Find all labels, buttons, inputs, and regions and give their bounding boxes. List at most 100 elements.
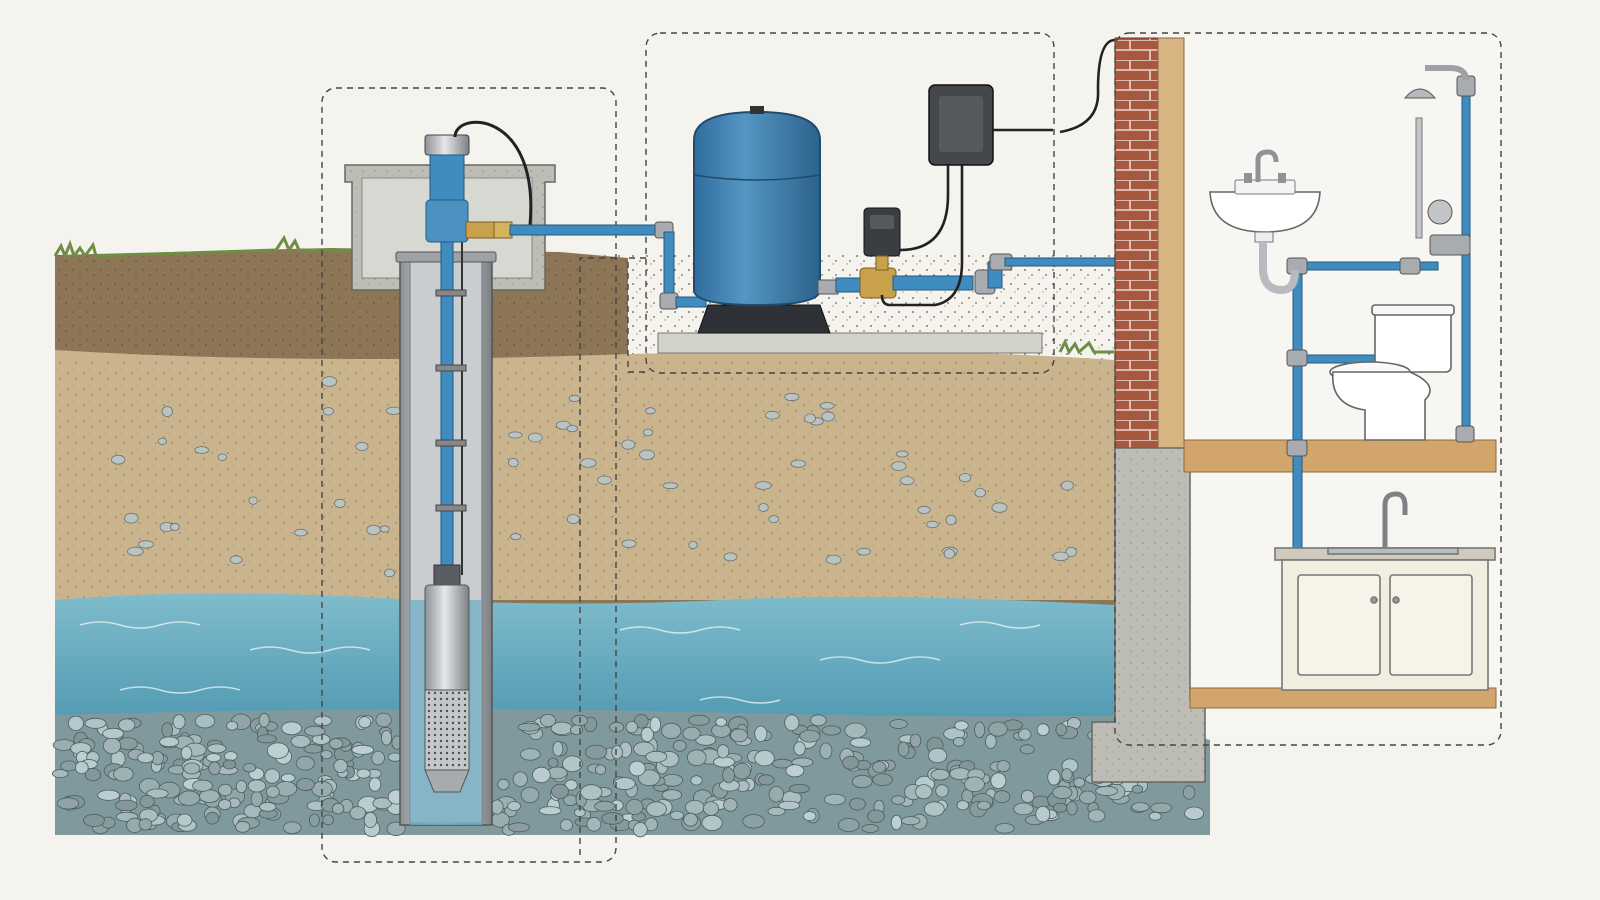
gravel-stone <box>901 816 921 826</box>
gravel-stone <box>235 779 247 794</box>
sand-pebble <box>899 476 915 486</box>
sand-pebble <box>821 411 835 422</box>
gravel-stone <box>226 720 239 731</box>
gravel-stone <box>1184 806 1204 821</box>
gravel-stone <box>935 784 949 798</box>
sand-pebble <box>819 402 835 410</box>
gravel-stone <box>146 788 169 799</box>
gravel-stone <box>1079 790 1097 805</box>
sand-pebble <box>825 554 842 565</box>
grass-line <box>53 234 359 260</box>
gravel-stone <box>178 790 201 806</box>
sand-pebble <box>111 454 126 465</box>
gravel-stone <box>206 753 222 763</box>
gravel-stone <box>380 730 392 746</box>
sand-pebble <box>723 552 738 562</box>
gravel-stone <box>161 722 174 738</box>
gravel-stone <box>993 790 1011 804</box>
gravel-stone <box>716 744 730 759</box>
gravel-stone <box>205 811 220 825</box>
gravel-stone <box>1150 802 1173 814</box>
sand-pebble <box>527 432 543 443</box>
gravel-stone <box>784 714 800 732</box>
gravel-stone <box>628 760 646 777</box>
gravel-stone <box>768 786 784 803</box>
gravel-stone <box>290 735 311 748</box>
gravel-stone <box>915 784 933 800</box>
gravel-stone <box>640 726 654 743</box>
gravel-stone <box>584 744 608 760</box>
sand-pebble <box>662 482 679 490</box>
sand-pebble <box>379 525 390 533</box>
gravel-stone <box>1073 777 1086 788</box>
toilet-icon <box>1329 304 1455 441</box>
gravel-stone <box>682 726 701 741</box>
gravel-stone <box>897 741 910 757</box>
kitchen-faucet-icon <box>1382 491 1408 548</box>
gravel-stone <box>1182 785 1196 800</box>
gravel-stone <box>594 800 615 812</box>
gravel-stone <box>320 750 333 760</box>
tank-icon <box>693 106 831 334</box>
gravel-stone <box>1055 723 1067 736</box>
sand-pebble <box>974 488 986 498</box>
gravel-stone <box>280 773 296 783</box>
gravel-stone <box>559 818 573 832</box>
gravel-stone <box>580 784 603 801</box>
gravel-stone <box>218 799 232 811</box>
gravel-stone <box>701 814 723 831</box>
sand-pebble <box>229 555 243 564</box>
gravel-stone <box>1020 789 1035 804</box>
gravel-stone <box>683 812 698 827</box>
sand-pebble <box>688 541 698 550</box>
pipe-clamps <box>435 289 467 512</box>
gravel-stone <box>837 818 860 833</box>
gravel-stone <box>754 725 768 743</box>
sand-pebble <box>124 512 139 524</box>
gravel-stone <box>137 752 154 764</box>
gravel-stone <box>996 760 1011 773</box>
gravel-stone <box>799 729 821 743</box>
grass-line-right <box>1058 338 1114 356</box>
gravel-stone <box>742 814 765 829</box>
gravel-stone <box>265 785 280 798</box>
drop-pipe <box>440 194 454 576</box>
gravel-stone <box>159 736 180 748</box>
gravel-stone <box>867 809 885 823</box>
sand-pebble <box>566 514 580 524</box>
gravel-stone <box>872 773 893 786</box>
gravel-stone <box>754 750 775 767</box>
sand-pebble <box>508 431 523 439</box>
upper-floor-joist <box>1183 439 1497 473</box>
gravel-stone <box>722 767 735 784</box>
gravel-stone <box>715 717 727 727</box>
gravel-stone <box>611 745 623 760</box>
section-connector <box>579 257 646 860</box>
gravel-stone <box>497 778 510 791</box>
gravel-stone <box>258 712 270 728</box>
gravel-stone <box>84 717 107 729</box>
gravel-stone <box>954 720 969 731</box>
gravel-stone <box>909 733 922 748</box>
sand-pebble <box>568 394 581 402</box>
gravel-stone <box>313 715 333 727</box>
wall-stud <box>1157 37 1185 471</box>
sand-pebble <box>991 502 1008 513</box>
shower-icon <box>1403 65 1469 239</box>
water-ripples <box>79 621 1041 704</box>
gravel-stone <box>97 789 120 801</box>
gravel-stone <box>791 757 814 767</box>
gravel-stone <box>793 741 806 756</box>
sand-pebble <box>507 457 519 468</box>
gravel-stone <box>1013 802 1034 816</box>
sand-pebble <box>1052 551 1070 562</box>
sand-pebble <box>926 520 939 529</box>
gravel-stone <box>517 722 541 732</box>
sand-pebble <box>385 406 402 415</box>
gravel-stone <box>520 786 540 804</box>
gravel-stone <box>1066 801 1078 816</box>
gravel-stone <box>645 750 668 763</box>
gravel-stone <box>192 779 213 792</box>
sand-pebble <box>621 539 637 548</box>
gravel-stone <box>789 784 810 794</box>
